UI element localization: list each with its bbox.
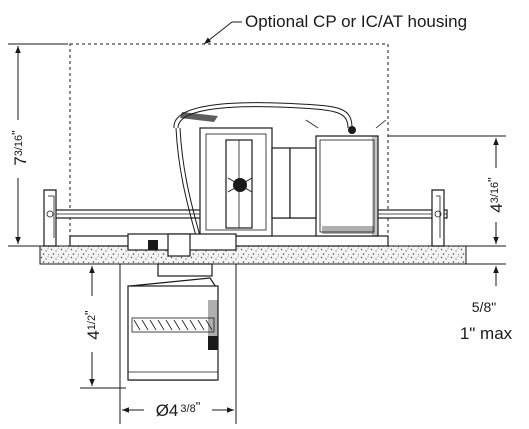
- svg-text:5/8": 5/8": [472, 299, 496, 315]
- wire-conduit: [173, 102, 356, 237]
- trim-depth-frac: 1/2: [86, 315, 98, 330]
- ceiling-slab: [39, 245, 467, 265]
- trim-depth-whole: 4: [84, 330, 103, 339]
- svg-text:73/16": 73/16": [9, 130, 30, 166]
- housing-callout: Optional CP or IC/AT housing: [203, 12, 467, 45]
- svg-text:Ø43/8": Ø43/8": [156, 399, 201, 420]
- junction-box: [289, 119, 387, 237]
- overall-height-mark: ": [9, 130, 24, 135]
- trim-assembly: [127, 233, 237, 381]
- dim-ceiling-thickness: 5/8" 1" max: [460, 263, 513, 343]
- dim-overall-height: 73/16": [8, 43, 68, 247]
- housing-callout-label: Optional CP or IC/AT housing: [245, 12, 467, 31]
- aperture-whole: 4: [169, 401, 178, 420]
- ceiling-thickness-mark: ": [491, 299, 496, 315]
- dim-junction-box-height: 43/16": [388, 135, 506, 247]
- ceiling-thickness-frac: 5/8: [472, 299, 492, 315]
- svg-text:41/2": 41/2": [82, 310, 103, 340]
- aperture-frac: 3/8: [180, 403, 195, 415]
- overall-height-whole: 7: [11, 156, 30, 165]
- aperture-mark: ": [196, 399, 201, 414]
- svg-text:43/16": 43/16": [485, 177, 506, 213]
- aperture-symbol: Ø: [156, 401, 169, 420]
- overall-height-frac: 3/16: [13, 135, 25, 156]
- ceiling-thickness-max: 1" max: [460, 324, 513, 343]
- junction-box-height-whole: 4: [487, 203, 506, 212]
- junction-box-height-frac: 3/16: [489, 182, 501, 203]
- lamp-housing: [199, 127, 291, 237]
- trim-depth-mark: ": [82, 310, 97, 315]
- dim-trim-depth: 41/2": [80, 263, 126, 389]
- junction-box-height-mark: ": [485, 177, 500, 182]
